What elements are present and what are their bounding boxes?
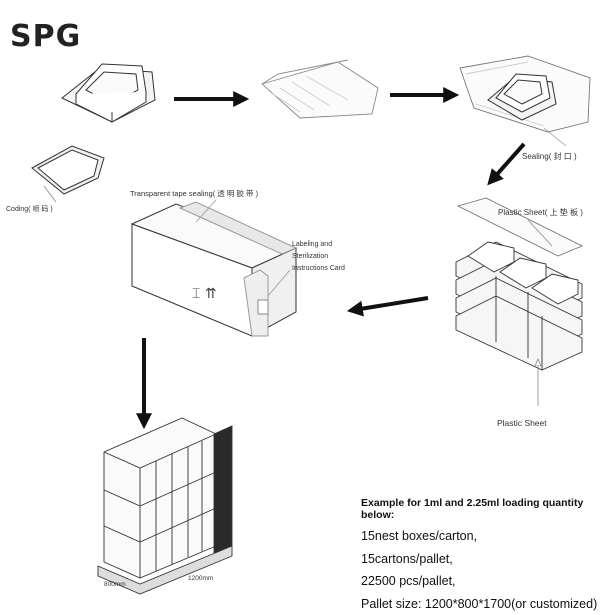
plastic-sheet-bottom-label: Plastic Sheet xyxy=(497,418,547,428)
tyvek-bag-illustration xyxy=(262,60,378,118)
flow-arrow-4 xyxy=(354,298,428,310)
nest-stack-illustration xyxy=(456,242,582,370)
coding-label: Coding( 喷 码 ) xyxy=(6,204,53,213)
loading-info: Example for 1ml and 2.25ml loading quant… xyxy=(361,497,596,615)
plastic-sheet-top-label: Plastic Sheet( 上 垫 板 ) xyxy=(498,207,583,217)
transparent-tape-label: Transparent tape sealing( 透 明 胶 带 ) xyxy=(130,188,259,198)
pallet-illustration xyxy=(98,418,232,594)
loading-line-pallet-size: Pallet size: 1200*800*1700(or customized… xyxy=(361,593,596,615)
carton-illustration: ⌶ ⇈ xyxy=(132,202,296,336)
sealing-label: Sealing( 封 口 ) xyxy=(522,151,577,161)
labeling-label-line1: Labeling and xyxy=(292,241,332,248)
logo-text: SPG xyxy=(10,19,81,54)
pallet-dim-1200: 1200mm xyxy=(188,575,213,582)
flow-arrow-3 xyxy=(492,144,524,180)
labeling-label-line2: Sterilization xyxy=(292,253,328,260)
loading-info-title: Example for 1ml and 2.25ml loading quant… xyxy=(361,497,596,521)
loading-line-cartons: 15cartons/pallet, xyxy=(361,548,596,571)
loading-line-nest-boxes: 15nest boxes/carton, xyxy=(361,525,596,548)
plastic-sheet-top-illustration xyxy=(458,198,582,256)
spg-logo: SPG xyxy=(10,19,81,54)
labeling-label-line3: Instructions Card xyxy=(292,265,345,272)
pallet-dim-800: 800mm xyxy=(104,581,126,588)
svg-text:⌶ ⇈: ⌶ ⇈ xyxy=(192,286,217,302)
coding-tray-illustration xyxy=(32,146,104,202)
nest-tray-illustration xyxy=(62,64,155,122)
loading-line-pcs: 22500 pcs/pallet, xyxy=(361,570,596,593)
